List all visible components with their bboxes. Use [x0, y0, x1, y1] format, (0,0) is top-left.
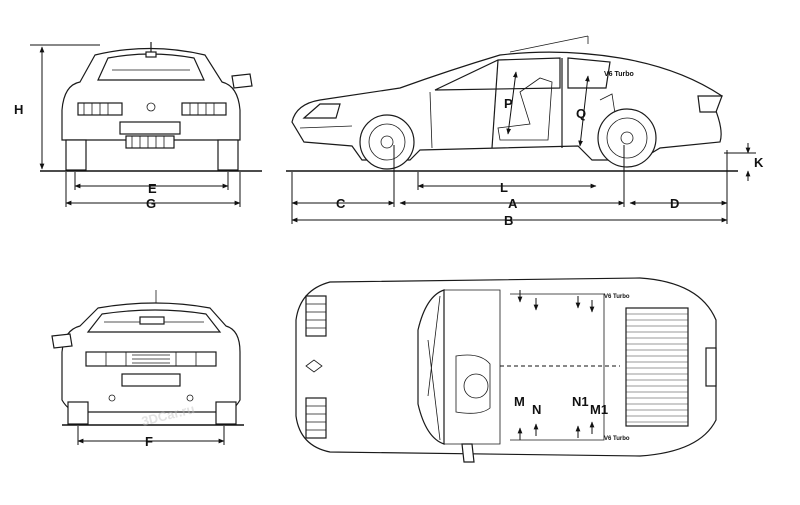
dim-label-m1: M1: [590, 402, 608, 417]
rear-dimensions: F: [77, 426, 225, 449]
front-dimensions: H E G: [14, 44, 241, 211]
dim-label-d: D: [670, 196, 679, 211]
front-wheel: [359, 114, 415, 170]
dim-label-m: M: [514, 394, 525, 409]
badge-side: V6 Turbo: [604, 71, 634, 78]
dim-label-n: N: [532, 402, 541, 417]
badge-top: V6 Turbo: [604, 294, 630, 300]
top-view: V6 Turbo V6 Turbo: [295, 277, 717, 463]
dim-label-n1: N1: [572, 394, 589, 409]
dim-label-f: F: [145, 434, 153, 449]
dim-label-e: E: [148, 181, 157, 196]
dim-label-a: A: [508, 196, 518, 211]
dim-label-g: G: [146, 196, 156, 211]
badge-top-bottom: V6 Turbo: [604, 436, 630, 442]
rear-wheel: [597, 108, 657, 168]
rear-deck-hatching: [626, 313, 688, 423]
dim-label-h: H: [14, 102, 23, 117]
dim-label-q: Q: [576, 106, 586, 121]
dim-label-p: P: [504, 96, 513, 111]
side-dimensions: K L C A D B P Q: [291, 71, 764, 228]
top-dimensions: M N N1 M1: [500, 290, 620, 440]
dim-label-l: L: [500, 180, 508, 195]
dim-label-k: K: [754, 155, 764, 170]
rear-view: [51, 290, 244, 426]
front-view: [40, 42, 262, 172]
dim-label-c: C: [336, 196, 346, 211]
dim-label-b: B: [504, 213, 513, 228]
